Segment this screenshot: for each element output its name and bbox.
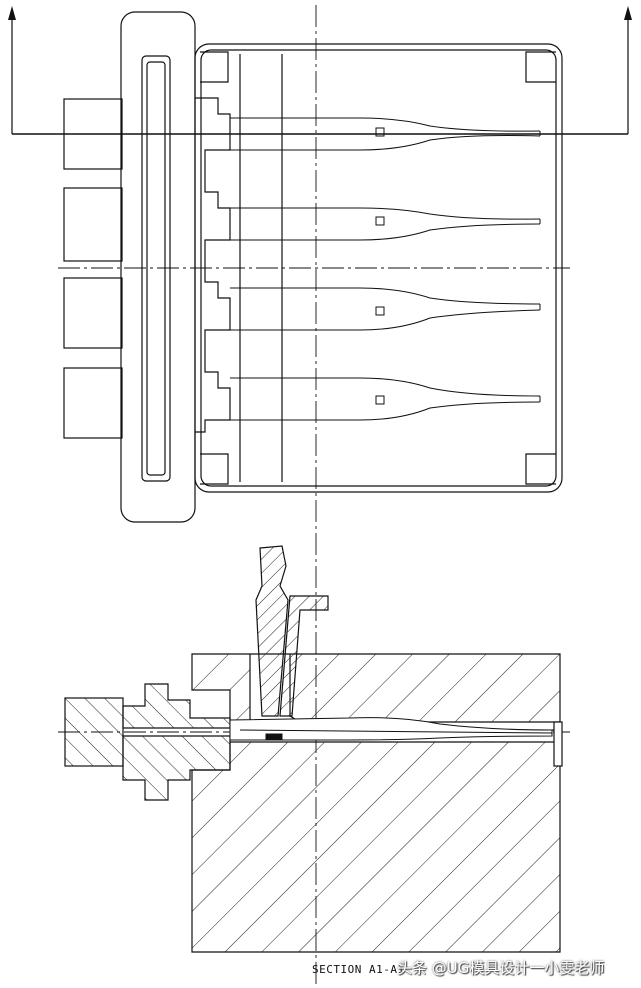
slider-insert	[255, 545, 329, 717]
watermark: 头条 @UG模具设计一小雯老师	[397, 959, 605, 977]
center-lines	[58, 5, 570, 985]
arrow-up-right-icon	[624, 6, 632, 20]
top-view	[8, 5, 632, 985]
terminal-strip	[229, 717, 553, 741]
housing-body	[194, 43, 563, 493]
cavity-plate	[191, 653, 561, 723]
terminals	[230, 117, 541, 421]
flange-plate	[120, 11, 196, 523]
terminal-3	[230, 287, 541, 331]
end-stop	[553, 721, 563, 767]
terminal-2	[230, 207, 541, 241]
core-plate	[191, 741, 561, 953]
terminal-4	[230, 377, 541, 421]
left-insert	[64, 683, 231, 801]
section-cut-line	[8, 6, 632, 135]
arrow-up-left-icon	[8, 6, 16, 20]
terminal-1	[230, 117, 541, 151]
connector-tabs	[63, 98, 123, 439]
section-label: SECTION A1-A1	[312, 963, 405, 976]
section-view	[64, 545, 563, 953]
